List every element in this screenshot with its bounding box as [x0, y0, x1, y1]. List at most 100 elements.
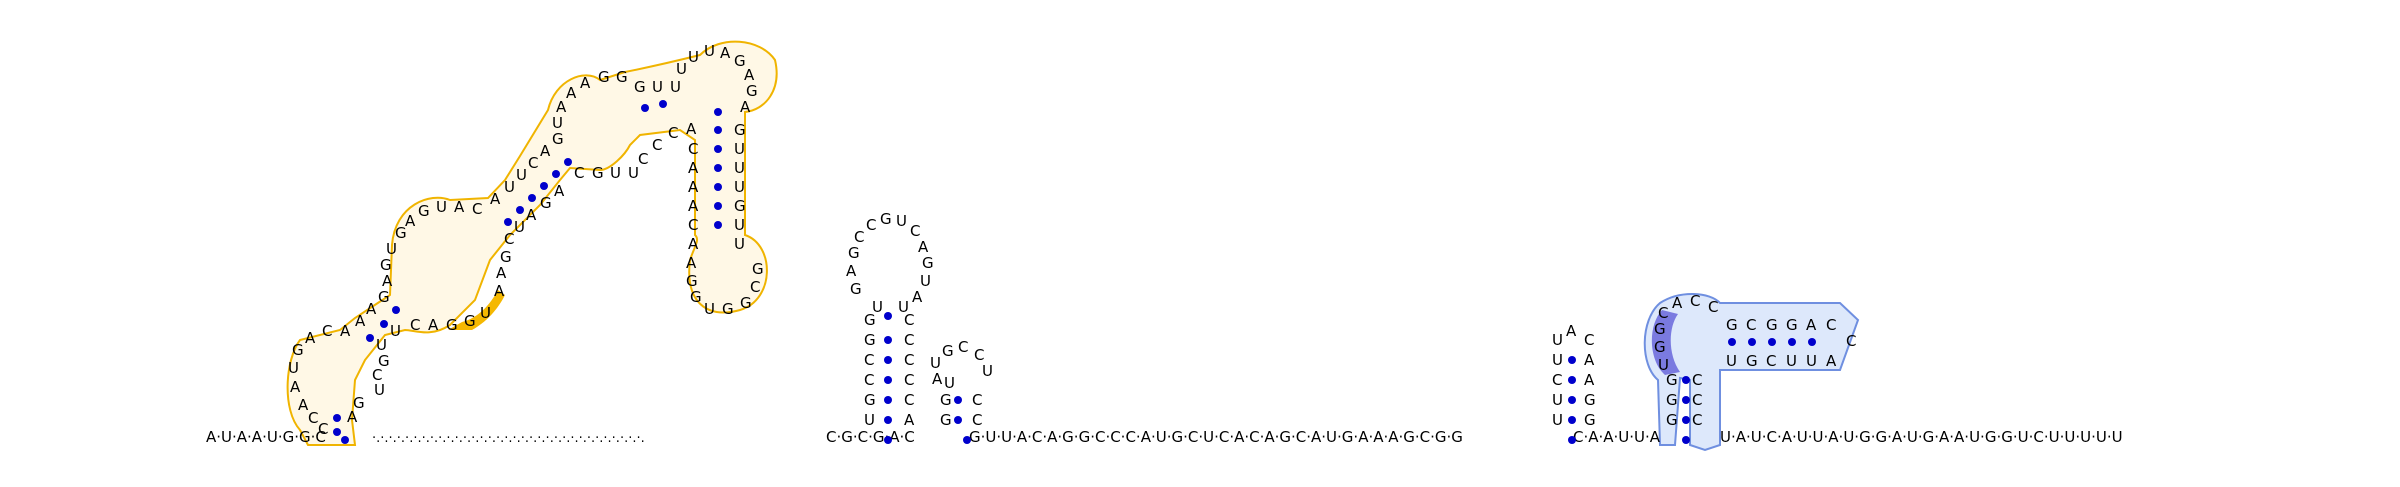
nt: C: [1846, 332, 1856, 350]
nt: A: [305, 329, 316, 347]
nt: A: [1566, 322, 1577, 340]
nt: G: [734, 197, 746, 215]
base-pair-dot: [1808, 338, 1816, 346]
middle-sequence-1: C·G·C·G·A·C: [826, 428, 915, 446]
hairpin-1: U G C C G G A C C C C C U U A U G A C U …: [846, 210, 934, 444]
nt: U: [288, 359, 299, 377]
nt: G: [378, 352, 390, 370]
base-pair-dot: [1788, 338, 1796, 346]
nt: G: [734, 52, 746, 70]
nt: C: [864, 351, 874, 369]
base-pair-dot: [1748, 338, 1756, 346]
nt: C: [668, 124, 678, 142]
region-2-structure: G G G C C C U G G C A C C G C G G A C C …: [1654, 292, 1856, 444]
nt: U: [628, 164, 639, 182]
nt: C: [410, 316, 420, 334]
nt: C: [972, 411, 982, 429]
nt: U: [376, 336, 387, 354]
nt: C: [308, 409, 318, 427]
nt: U: [670, 78, 681, 96]
nt: C: [504, 230, 514, 248]
nt: A: [918, 238, 929, 256]
base-pair-dot: [963, 436, 971, 444]
nt: C: [1746, 316, 1756, 334]
hairpin-2: G G C C U A U G C C U: [930, 338, 993, 429]
nt: A: [740, 98, 751, 116]
nt: A: [1826, 352, 1837, 370]
region-2-envelope: [1643, 293, 1860, 452]
nt: A: [566, 84, 577, 102]
nt: G: [864, 331, 876, 349]
base-pair-dot: [714, 164, 722, 172]
region-1-outline: [286, 40, 778, 446]
nt: C: [1552, 371, 1562, 389]
nt: A: [454, 198, 465, 216]
nt: C: [1690, 292, 1700, 310]
base-pair-dot: [1682, 416, 1690, 424]
nt: G: [922, 254, 934, 272]
nt: G: [1746, 352, 1758, 370]
nt: C: [652, 136, 662, 154]
nt: A: [686, 120, 697, 138]
base-pair-dot: [641, 104, 649, 112]
nt: C: [322, 322, 332, 340]
nt: U: [982, 362, 993, 380]
nt: A: [290, 378, 301, 396]
nt: C: [638, 150, 648, 168]
nt: G: [1654, 320, 1666, 338]
nt: U: [734, 178, 745, 196]
region-1-highlight: [448, 290, 505, 330]
nt: C: [688, 216, 698, 234]
nt: U: [552, 114, 563, 132]
base-pair-dot: [366, 334, 374, 342]
nt: A: [554, 182, 565, 200]
nt: G: [864, 311, 876, 329]
nt: U: [734, 235, 745, 253]
nt: A: [932, 370, 943, 388]
nt: G: [1584, 391, 1596, 409]
nt: G: [616, 68, 628, 86]
left-anchor-sequence: A·U·A·A·U·G·G·C: [206, 428, 326, 446]
nt: C: [854, 228, 864, 246]
nt: A: [428, 316, 439, 334]
nt: U: [436, 198, 447, 216]
base-pair-dot: [380, 320, 388, 328]
base-pair-dot: [1568, 356, 1576, 364]
nt: A: [556, 98, 567, 116]
nt: G: [942, 342, 954, 360]
region-1-structure: A A U G A C A C C A G A A G U U U C G A …: [288, 42, 764, 438]
backbone: A·U·A·A·U·G·G·C ·.·.·.·.·.·.·.·.·.·.·.·.…: [206, 428, 2123, 446]
nt: G: [1654, 338, 1666, 356]
nt: U: [652, 78, 663, 96]
nt: A: [744, 66, 755, 84]
region-1-envelope: [286, 40, 778, 446]
nt: G: [598, 68, 610, 86]
nt: A: [540, 142, 551, 160]
nt: A: [494, 282, 505, 300]
nt: U: [1552, 331, 1563, 349]
nt: C: [1692, 391, 1702, 409]
base-pair-dot: [1568, 416, 1576, 424]
nt: C: [688, 140, 698, 158]
nt: U: [704, 42, 715, 60]
nt: U: [1786, 352, 1797, 370]
nt: A: [720, 44, 731, 62]
nt: A: [912, 288, 923, 306]
nt: U: [504, 178, 515, 196]
nt: U: [374, 381, 385, 399]
base-pair-dot: [341, 436, 349, 444]
nt: C: [864, 371, 874, 389]
nt: G: [592, 164, 604, 182]
nt: C: [904, 351, 914, 369]
base-pair-dot: [504, 218, 512, 226]
nt: G: [864, 391, 876, 409]
nt: G: [380, 256, 392, 274]
nt: G: [1666, 371, 1678, 389]
base-pair-dot: [714, 126, 722, 134]
base-pair-dot: [714, 183, 722, 191]
nt: C: [1692, 371, 1702, 389]
nt: G: [634, 78, 646, 96]
nt: C: [910, 222, 920, 240]
base-pair-dot: [1682, 376, 1690, 384]
base-pair-dot: [714, 145, 722, 153]
